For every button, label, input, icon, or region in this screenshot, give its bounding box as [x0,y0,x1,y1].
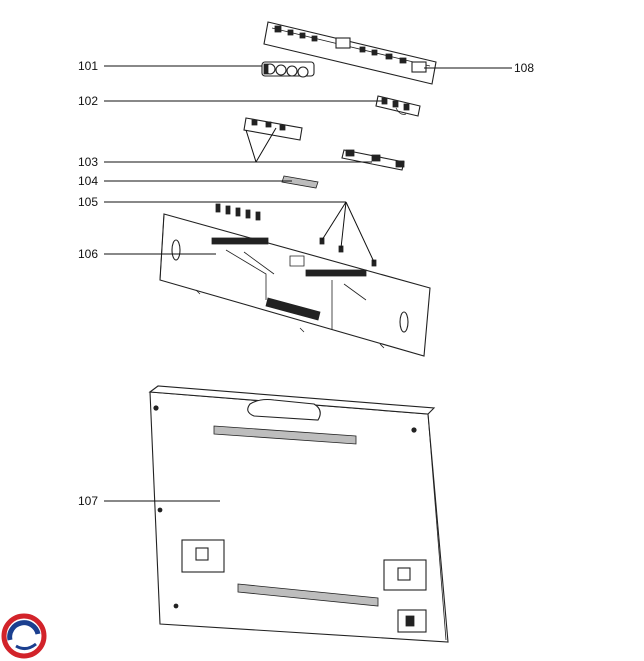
label-104: 104 [78,174,98,188]
part-108-control-board [263,21,437,85]
part-104-film-strip [281,175,319,189]
part-106-control-housing [159,213,431,357]
label-108: 108 [514,61,534,75]
leader-103-a [245,129,257,163]
leader-103-b [255,127,277,163]
label-106: 106 [78,247,98,261]
label-101: 101 [78,59,98,73]
part-101-button-set [261,61,315,78]
part-102-button-strip [375,95,421,117]
part-105-clips [215,203,377,267]
part-103-light-guide [243,117,405,171]
leader-105-c [345,201,375,263]
leader-lines [104,65,512,502]
brand-logo-icon [1,613,47,659]
label-102: 102 [78,94,98,108]
part-labels: 101 102 103 104 105 106 107 108 [78,59,534,508]
leader-105-b [340,201,347,249]
label-105: 105 [78,195,98,209]
leader-105-a [321,201,347,241]
label-107: 107 [78,494,98,508]
label-103: 103 [78,155,98,169]
part-107-door-panel [148,385,449,643]
